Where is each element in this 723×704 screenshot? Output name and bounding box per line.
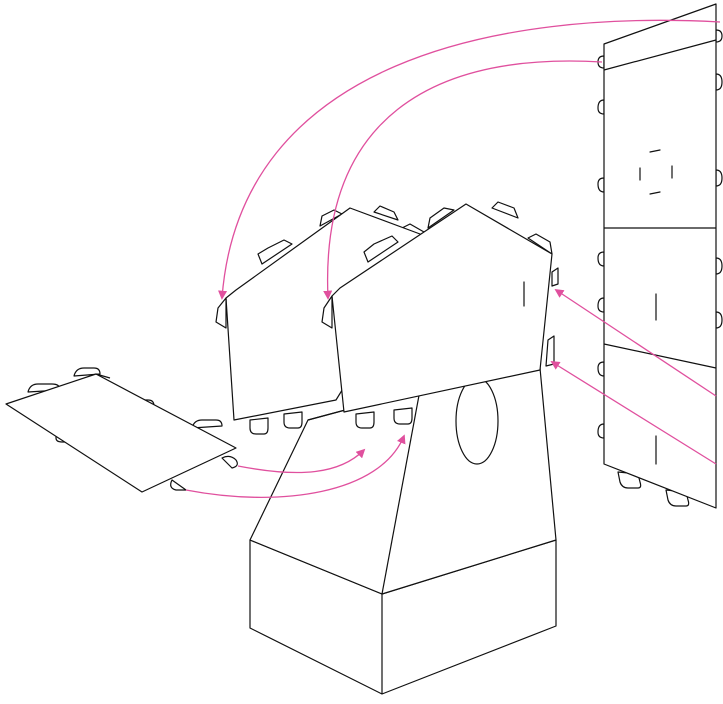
round-hole bbox=[456, 378, 498, 464]
left-panel-tab bbox=[250, 418, 268, 434]
strip-tab bbox=[598, 424, 604, 438]
strip-tab bbox=[598, 178, 604, 192]
front-panel-tab bbox=[394, 408, 412, 424]
front-panel-side-tab bbox=[546, 336, 554, 366]
strip-body bbox=[604, 4, 716, 508]
strip-tab bbox=[716, 258, 722, 274]
front-panel-side-tab bbox=[552, 268, 558, 286]
flat-bottom-panel bbox=[6, 368, 237, 492]
strip-tab bbox=[716, 170, 722, 186]
left-panel-tab bbox=[284, 412, 302, 428]
strip-tab bbox=[716, 312, 722, 328]
vertical-strip-panel bbox=[598, 4, 722, 508]
strip-tab bbox=[716, 30, 722, 42]
strip-tab bbox=[716, 74, 722, 90]
flat-panel-tab bbox=[171, 480, 186, 490]
left-panel-side-tab bbox=[216, 298, 226, 328]
strip-tab bbox=[598, 362, 604, 376]
strip-tab bbox=[598, 100, 604, 114]
front-panel-tab bbox=[356, 412, 374, 428]
front-panel-tab bbox=[492, 202, 518, 218]
strip-tab bbox=[598, 252, 604, 266]
flat-panel-tab bbox=[222, 456, 237, 468]
strip-tab bbox=[598, 298, 604, 312]
